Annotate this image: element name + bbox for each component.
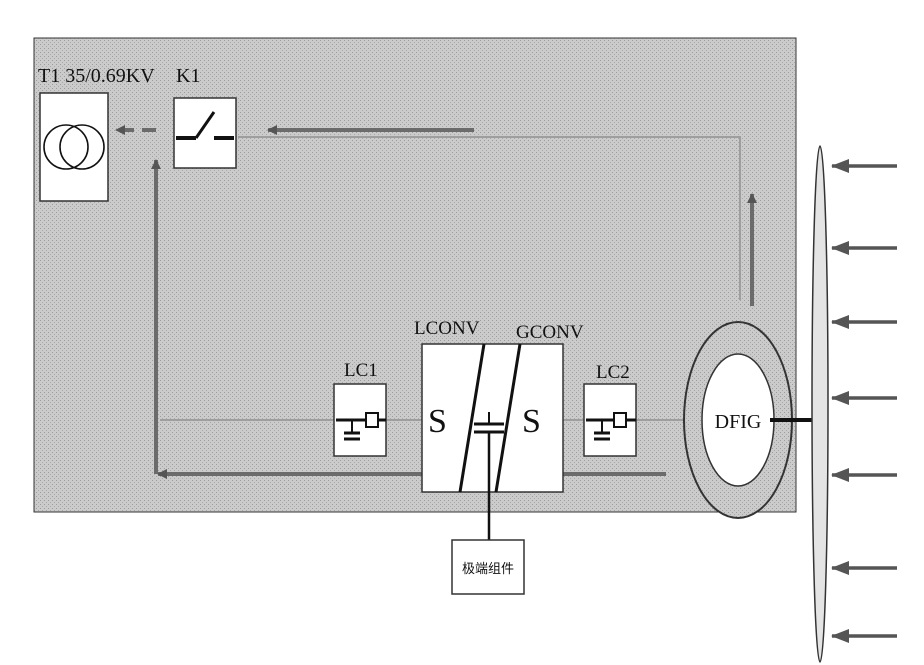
gconv-label: GCONV [516, 322, 584, 343]
module-label: 极端组件 [462, 561, 514, 576]
lconv-label: LCONV [414, 318, 480, 339]
gconv-ac-symbol: S [522, 403, 541, 440]
lc1-label: LC1 [344, 360, 378, 381]
lconv-ac-symbol: S [428, 403, 447, 440]
dfig-label: DFIG [715, 411, 762, 433]
system-panel [34, 38, 796, 512]
switch-label: K1 [176, 65, 200, 87]
external-module: 极端组件 [452, 540, 524, 594]
rotor-hub [812, 146, 828, 662]
wind-arrows [832, 166, 897, 636]
lc2-label: LC2 [596, 362, 630, 383]
transformer-label: T1 35/0.69KV [38, 65, 155, 87]
